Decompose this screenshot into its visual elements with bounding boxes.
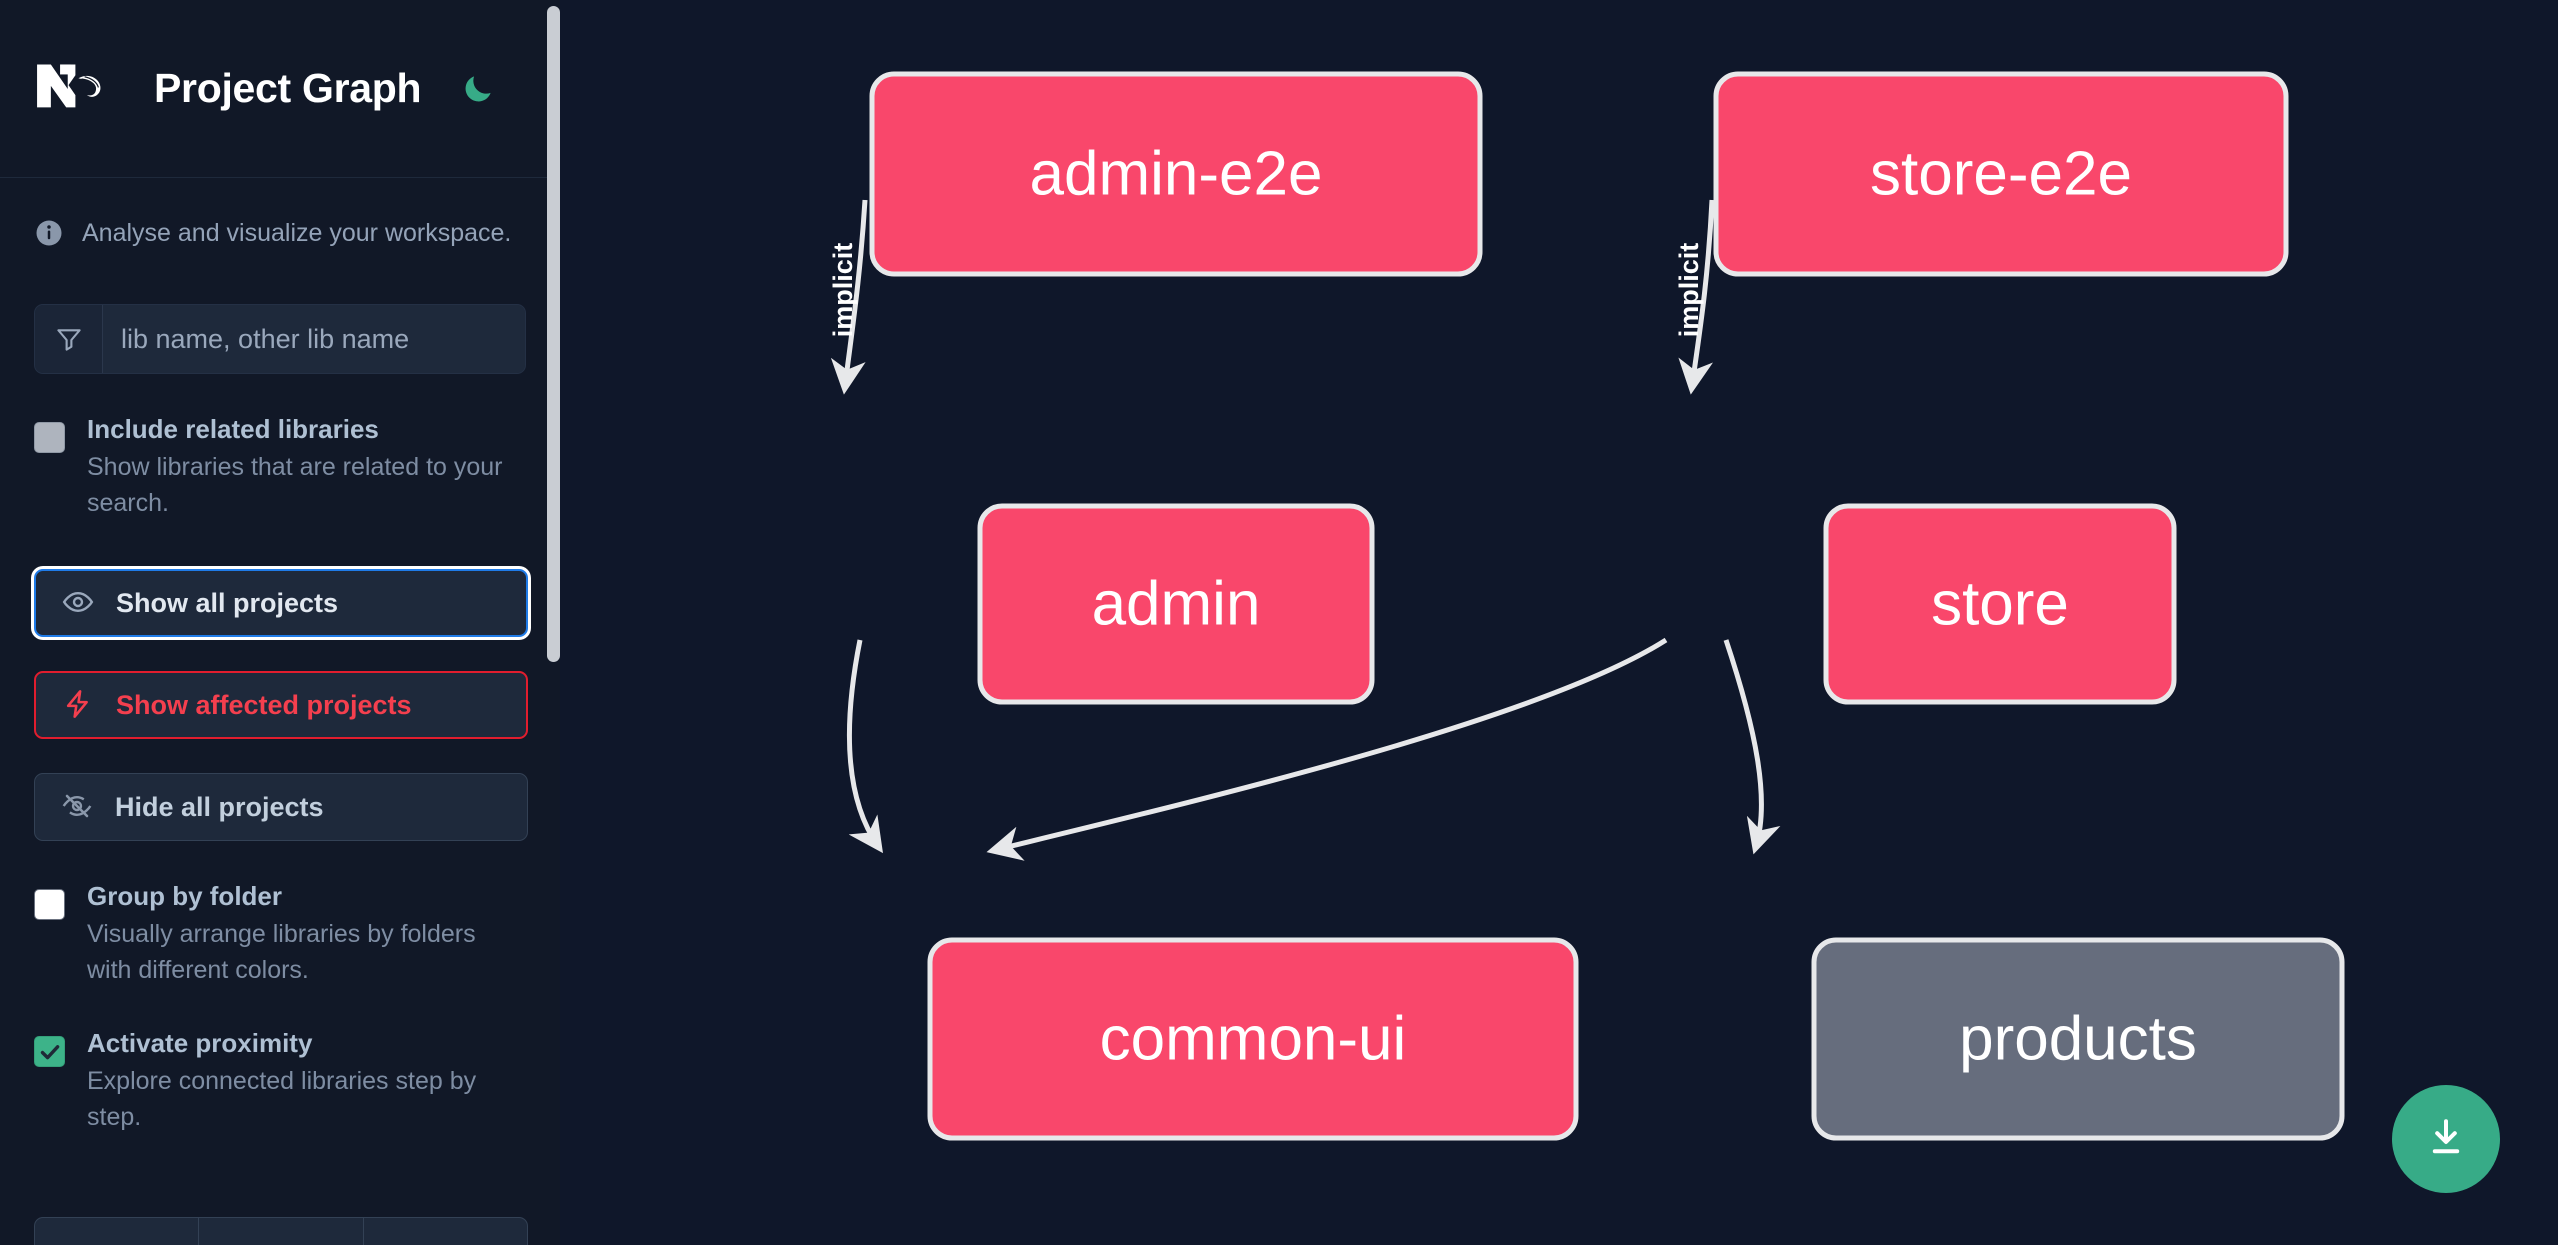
svg-text:store: store <box>1931 569 2069 638</box>
svg-text:products: products <box>1959 1004 2197 1073</box>
node-store[interactable]: store <box>1823 503 2177 705</box>
funnel-icon <box>35 305 103 373</box>
activate-proximity-label: Activate proximity <box>87 1028 313 1058</box>
checkbox-row-activate-proximity[interactable]: Activate proximity Explore connected lib… <box>34 1030 526 1135</box>
graph-canvas[interactable]: implicit implicit admin-e2e store-e2e ad… <box>560 0 2558 1245</box>
svg-text:common-ui: common-ui <box>1100 1004 1407 1073</box>
group-by-folder-label: Group by folder <box>87 881 282 911</box>
svg-text:admin: admin <box>1092 569 1261 638</box>
svg-text:admin-e2e: admin-e2e <box>1030 139 1323 208</box>
sidebar-scrollbar[interactable] <box>547 6 560 662</box>
lightning-bolt-icon <box>62 688 94 723</box>
info-icon <box>34 218 64 248</box>
eye-off-icon <box>61 790 93 825</box>
node-products[interactable]: products <box>1811 937 2345 1141</box>
edge-store-e2e-to-store <box>1678 199 1715 395</box>
sidebar-body: Analyse and visualize your workspace. In… <box>0 178 560 1135</box>
checkbox-row-group-by-folder[interactable]: Group by folder Visually arrange librari… <box>34 883 526 988</box>
projects-button-group: Show all projects Show affected projects <box>34 569 528 841</box>
edge-admin-to-common-ui <box>846 639 883 854</box>
sidebar: Project Graph Analyse and visualize your… <box>0 0 560 1245</box>
hide-all-projects-button[interactable]: Hide all projects <box>34 773 528 841</box>
node-admin[interactable]: admin <box>977 503 1375 705</box>
node-admin-e2e[interactable]: admin-e2e <box>869 71 1483 277</box>
search-input[interactable] <box>103 305 525 373</box>
filter-field[interactable] <box>34 304 526 374</box>
svg-text:store-e2e: store-e2e <box>1870 139 2132 208</box>
edge-labels: implicit implicit <box>828 243 1704 338</box>
hide-all-projects-label: Hide all projects <box>115 791 324 822</box>
include-related-libraries-description: Show libraries that are related to your … <box>87 453 503 517</box>
edge-label-implicit-store: implicit <box>1674 243 1704 338</box>
include-related-libraries-label: Include related libraries <box>87 414 379 444</box>
show-affected-projects-button[interactable]: Show affected projects <box>34 671 528 739</box>
node-store-e2e[interactable]: store-e2e <box>1713 71 2289 277</box>
edge-store-to-products <box>1723 639 1781 855</box>
include-related-libraries-checkbox[interactable] <box>34 422 65 453</box>
show-all-projects-label: Show all projects <box>116 587 339 618</box>
tagline: Analyse and visualize your workspace. <box>34 178 526 258</box>
node-common-ui[interactable]: common-ui <box>927 937 1579 1141</box>
project-graph-svg: implicit implicit admin-e2e store-e2e ad… <box>828 71 2345 1141</box>
sidebar-header: Project Graph <box>0 0 560 178</box>
eye-icon <box>62 586 94 621</box>
show-affected-projects-label: Show affected projects <box>116 689 412 720</box>
group-by-folder-description: Visually arrange libraries by folders wi… <box>87 920 476 984</box>
segmented-control-option[interactable] <box>35 1218 200 1245</box>
page-title: Project Graph <box>154 65 422 111</box>
download-image-button[interactable] <box>2392 1085 2500 1193</box>
activate-proximity-description: Explore connected libraries step by step… <box>87 1067 477 1131</box>
download-icon <box>2422 1114 2470 1165</box>
segmented-control-option[interactable] <box>364 1218 527 1245</box>
group-by-folder-checkbox[interactable] <box>34 889 65 920</box>
edge-admin-e2e-to-admin <box>830 199 868 395</box>
graph-edges <box>830 199 1781 861</box>
checkbox-row-include-related-libraries[interactable]: Include related libraries Show libraries… <box>34 416 526 521</box>
graph-nodes: admin-e2e store-e2e admin store common-u <box>869 71 2345 1141</box>
nx-logo-icon <box>34 58 126 120</box>
moon-icon[interactable] <box>451 62 505 116</box>
show-all-projects-button[interactable]: Show all projects <box>34 569 528 637</box>
segmented-control[interactable] <box>34 1217 528 1245</box>
activate-proximity-checkbox[interactable] <box>34 1036 65 1067</box>
tagline-text: Analyse and visualize your workspace. <box>82 218 512 247</box>
edge-store-to-common-ui <box>986 637 1668 861</box>
edge-label-implicit-admin: implicit <box>828 243 858 338</box>
segmented-control-option[interactable] <box>199 1218 364 1245</box>
